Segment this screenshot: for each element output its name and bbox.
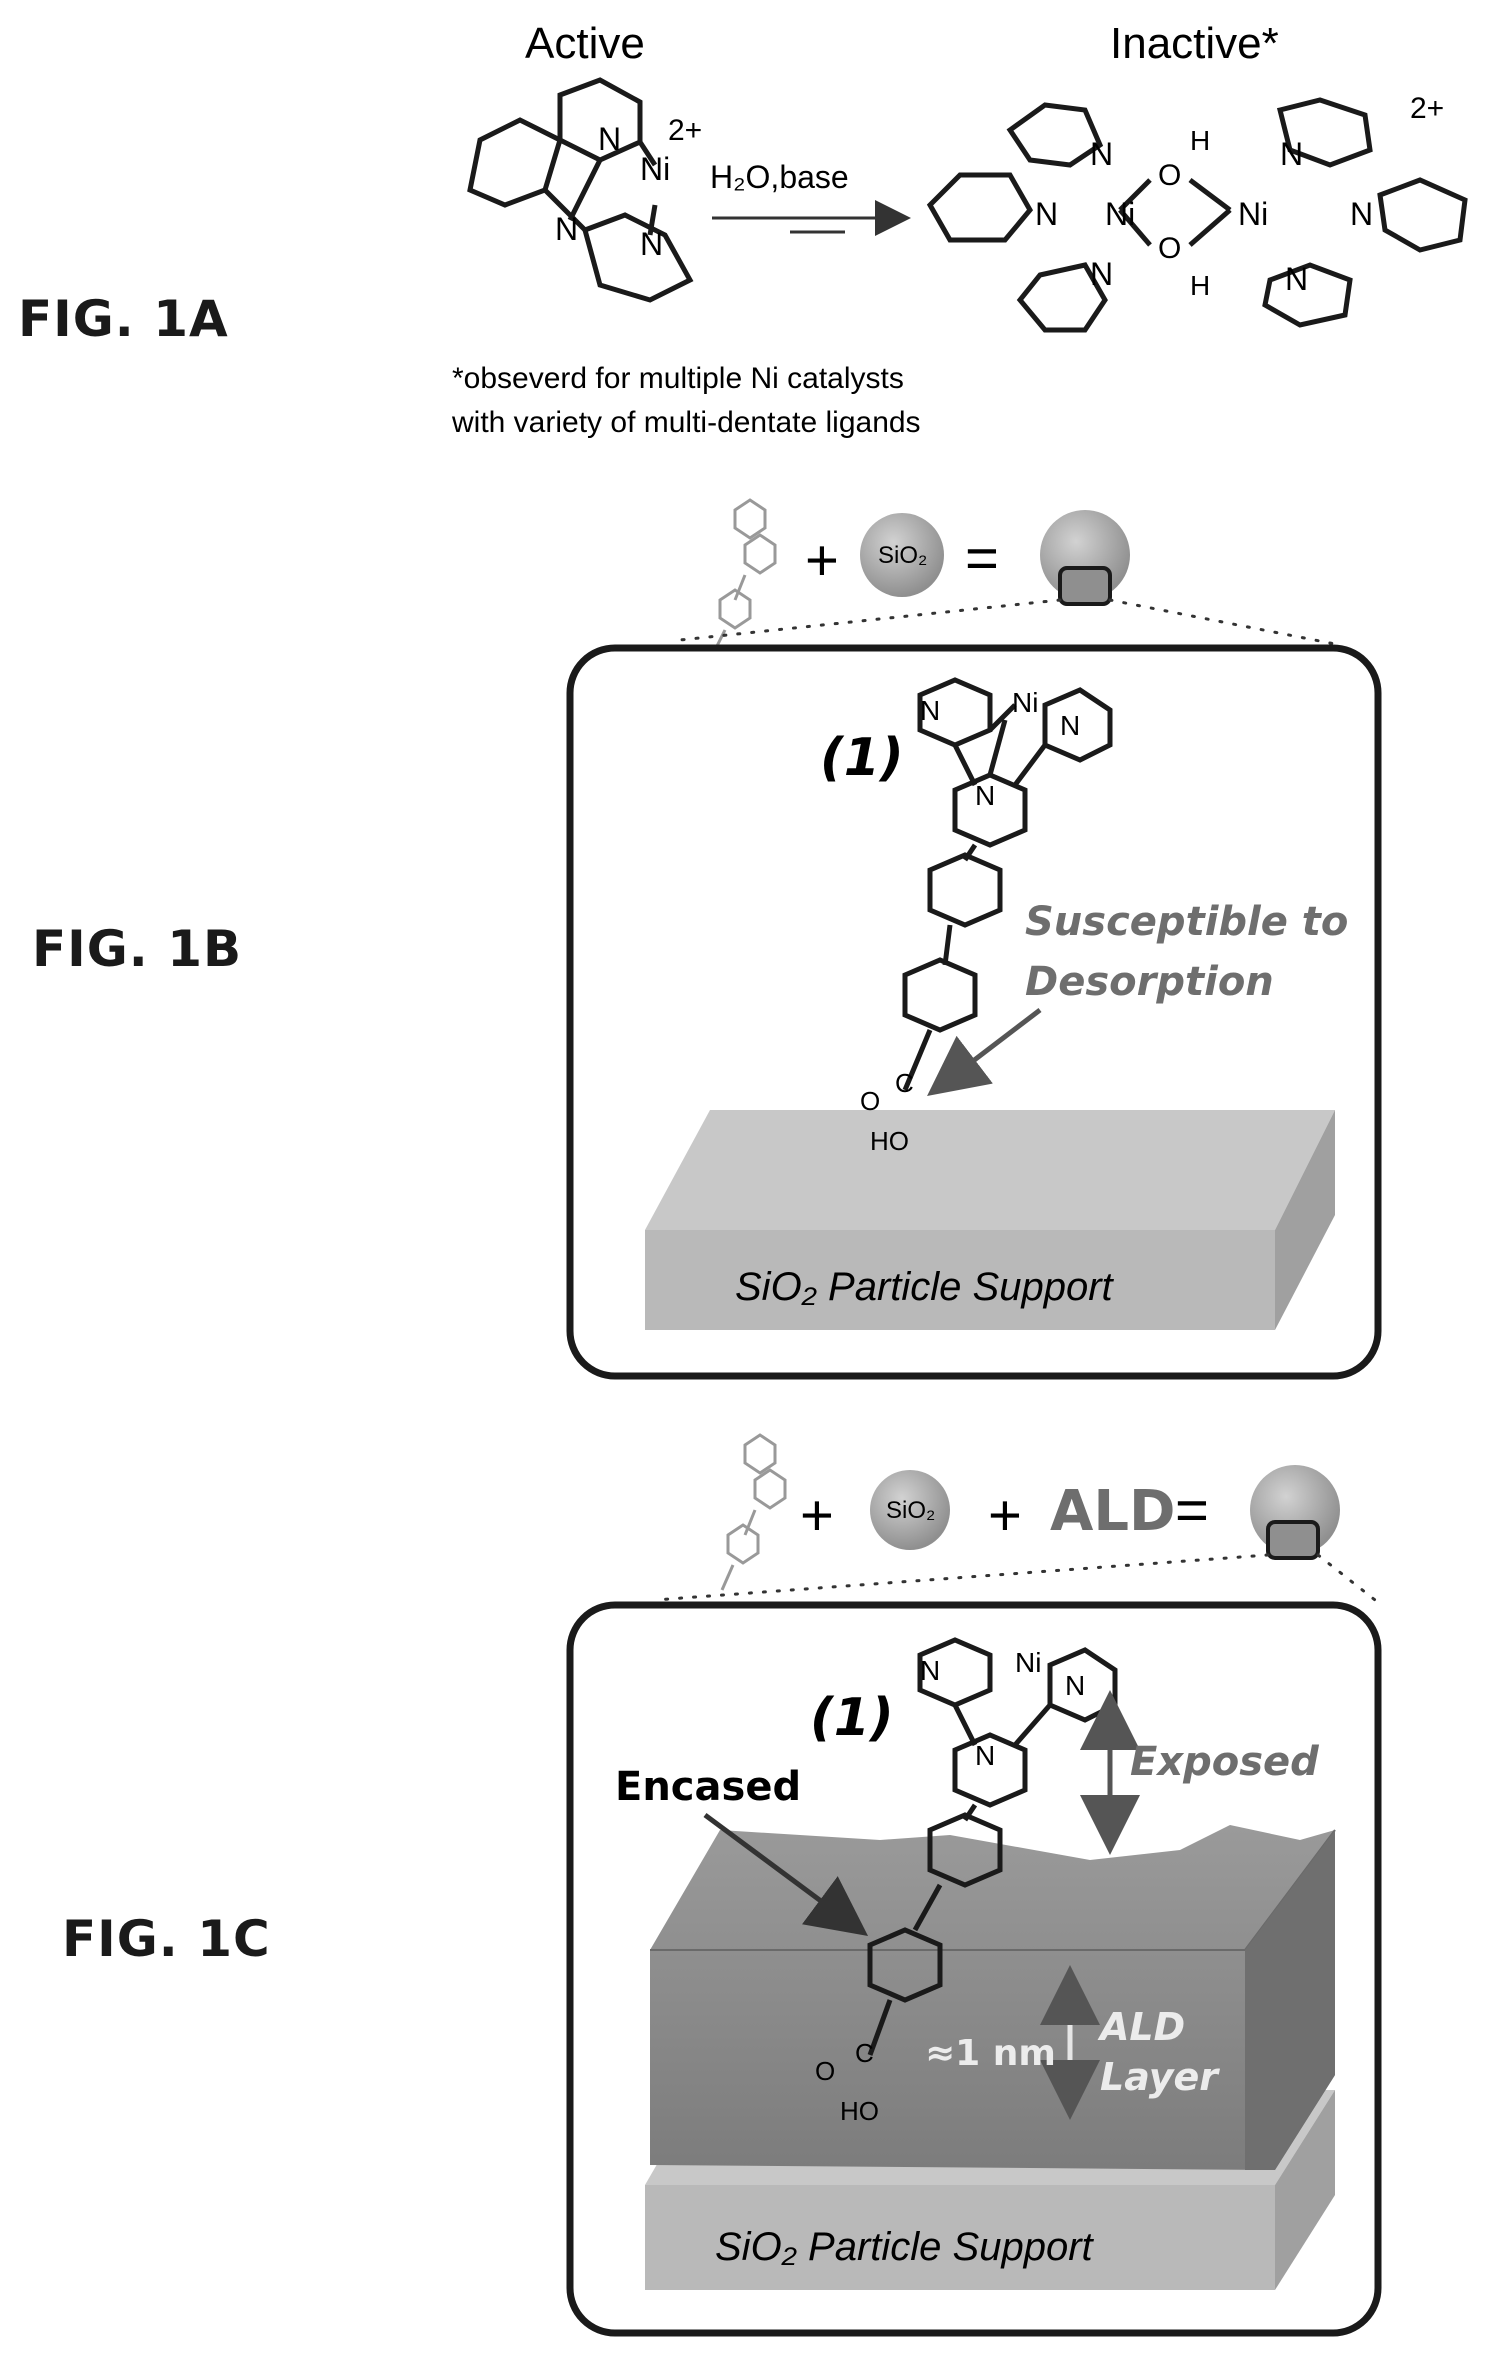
inactive-ni-left: Ni	[1105, 196, 1135, 232]
ni-1b: Ni	[1012, 687, 1038, 718]
n-1c-b: N	[975, 1740, 995, 1771]
n-1c-c: N	[1065, 1670, 1085, 1701]
annotation-1b-line-2: Desorption	[1025, 959, 1274, 1005]
zoom-line-left	[680, 600, 1060, 640]
inactive-n-1: N	[1090, 136, 1113, 172]
zoom-region-box	[1060, 568, 1110, 604]
n-1b-a: N	[920, 695, 940, 726]
n-1b-c: N	[1060, 710, 1080, 741]
inactive-h-top: H	[1190, 125, 1210, 156]
support-top-1b	[645, 1110, 1335, 1230]
sio2-particle-label: SiO₂	[878, 542, 927, 569]
active-n-top: N	[598, 121, 621, 157]
fig-1c-scheme: + SiO₂ + ALD = SiO₂ Particle Support	[570, 1435, 1378, 2333]
thickness-label: ≈1 nm	[925, 2033, 1056, 2074]
annotation-1b-line-1: Susceptible to	[1025, 899, 1348, 945]
inactive-n-2: N	[1035, 196, 1058, 232]
active-ni-terpy-complex	[470, 80, 690, 300]
inactive-o-top: O	[1158, 159, 1181, 192]
zoom-line-right	[1110, 600, 1340, 645]
fig-1b-scheme: + SiO₂ = SiO₂ Particle Support	[570, 500, 1378, 1376]
active-n-right: N	[640, 226, 663, 262]
plus-1c-b: +	[988, 1483, 1022, 1548]
encased-label: Encased	[615, 1764, 801, 1810]
active-title: Active	[525, 19, 645, 68]
carbon-c-1b: C	[895, 1068, 914, 1098]
carbon-c-1c: C	[855, 2038, 874, 2068]
inactive-n-4: N	[1280, 136, 1303, 172]
zoom-line-right-1c	[1318, 1555, 1375, 1600]
carbonyl-o-1c: O	[815, 2056, 835, 2086]
plus-1b: +	[805, 528, 839, 593]
hydroxyl-1b: HO	[870, 1126, 909, 1156]
compound-label-1b: (1)	[820, 728, 904, 788]
ald-label: ALD	[1050, 1479, 1176, 1544]
zoom-region-box-1c	[1268, 1522, 1318, 1558]
ald-layer-label-line-1: ALD	[1097, 2005, 1185, 2049]
support-label-1b: SiO₂ Particle Support	[735, 1265, 1115, 1309]
fig-1a-scheme: Active Inactive* N Ni N N 2+ H₂O,base	[451, 19, 1465, 439]
ald-layer-label-line-2: Layer	[1100, 2055, 1220, 2099]
footnote-line-2: with variety of multi-dentate ligands	[451, 406, 921, 439]
ni-1c: Ni	[1015, 1647, 1041, 1678]
carbonyl-o-1b: O	[860, 1086, 880, 1116]
active-n-middle: N	[555, 211, 578, 247]
small-molecule-sketch-1c	[722, 1435, 785, 1590]
compound-label-1c: (1)	[810, 1688, 894, 1748]
active-charge: 2+	[668, 114, 702, 147]
arrow-conditions: H₂O,base	[710, 159, 849, 195]
n-1b-b: N	[975, 780, 995, 811]
inactive-charge: 2+	[1410, 92, 1444, 125]
inactive-o-bottom: O	[1158, 232, 1181, 265]
inactive-title: Inactive*	[1110, 19, 1279, 68]
inactive-n-6: N	[1285, 261, 1308, 297]
plus-1c-a: +	[800, 1483, 834, 1548]
inactive-h-bottom: H	[1190, 270, 1210, 301]
inactive-ni-right: Ni	[1238, 196, 1268, 232]
hydroxyl-1c: HO	[840, 2096, 879, 2126]
footnote-line-1: *obseverd for multiple Ni catalysts	[452, 362, 904, 395]
inactive-n-3: N	[1090, 256, 1113, 292]
active-ni: Ni	[640, 151, 670, 187]
n-1c-a: N	[920, 1655, 940, 1686]
equals-1b: =	[965, 526, 999, 591]
support-label-1c: SiO₂ Particle Support	[715, 2225, 1095, 2269]
exposed-label: Exposed	[1130, 1739, 1319, 1785]
equals-1c: =	[1175, 1478, 1209, 1543]
small-molecule-sketch	[715, 500, 775, 650]
sio2-particle-label-1c: SiO₂	[886, 1497, 935, 1524]
ald-layer-top	[650, 1825, 1335, 2170]
inactive-n-5: N	[1350, 196, 1373, 232]
